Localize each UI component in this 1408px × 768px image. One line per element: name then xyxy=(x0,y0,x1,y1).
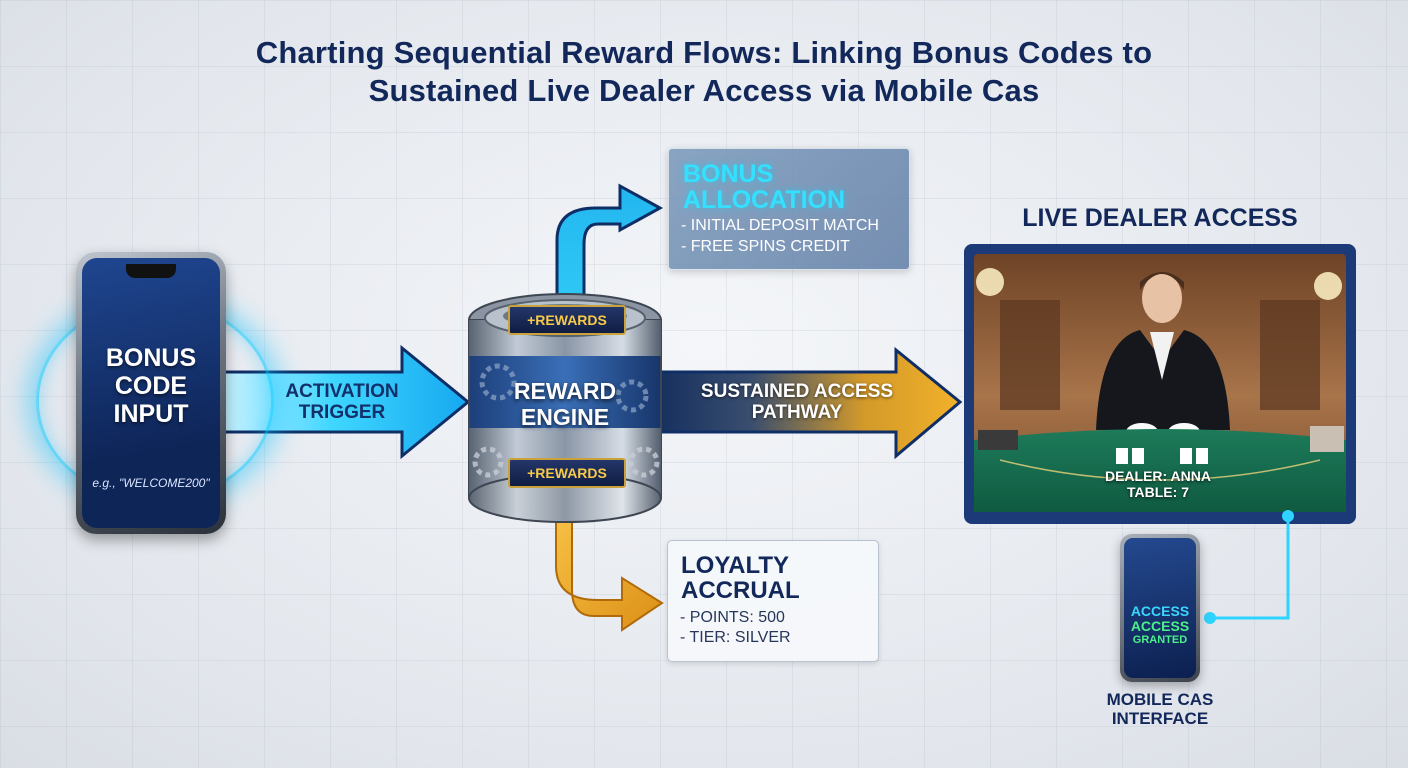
phone-screen: BONUS CODE INPUT e.g., "WELCOME200" xyxy=(82,258,220,528)
activation-trigger-label: ACTIVATION TRIGGER xyxy=(262,381,422,423)
live-dealer-title: LIVE DEALER ACCESS xyxy=(990,204,1330,233)
bonus-arrow xyxy=(557,186,660,300)
reward-engine-label: REWARD ENGINE xyxy=(470,378,660,430)
granted-text: GRANTED xyxy=(1124,634,1196,646)
mobile-phone-screen: ACCESS ACCESS GRANTED xyxy=(1124,538,1196,678)
loyalty-accrual-title: LOYALTY ACCRUAL xyxy=(681,553,800,603)
loyalty-accrual-box: LOYALTY ACCRUAL - POINTS: 500 - TIER: SI… xyxy=(667,540,879,662)
phone-notch xyxy=(126,264,176,278)
loyalty-item: - TIER: SILVER xyxy=(680,629,791,647)
phone-device: BONUS CODE INPUT e.g., "WELCOME200" xyxy=(76,252,226,534)
loyalty-arrow xyxy=(556,520,662,630)
rewards-badge-top: +REWARDS xyxy=(508,305,626,335)
bonus-allocation-box: BONUS ALLOCATION - INITIAL DEPOSIT MATCH… xyxy=(668,148,910,270)
access-text-2: ACCESS xyxy=(1124,619,1196,634)
sustained-access-label: SUSTAINED ACCESS PATHWAY xyxy=(672,381,922,423)
bonus-item: - FREE SPINS CREDIT xyxy=(681,238,850,256)
loyalty-item: - POINTS: 500 xyxy=(680,609,785,627)
bonus-code-example: e.g., "WELCOME200" xyxy=(82,476,220,490)
dealer-name: DEALER: ANNA xyxy=(1078,468,1238,484)
bonus-item: - INITIAL DEPOSIT MATCH xyxy=(681,217,879,235)
mobile-phone-device: ACCESS ACCESS GRANTED xyxy=(1120,534,1200,682)
rewards-badge-bottom: +REWARDS xyxy=(508,458,626,488)
mobile-interface-label: MOBILE CAS INTERFACE xyxy=(1080,690,1240,728)
access-connector xyxy=(1210,516,1288,618)
access-text-1: ACCESS xyxy=(1124,604,1196,619)
bonus-code-input-title[interactable]: BONUS CODE INPUT xyxy=(82,344,220,428)
table-number: TABLE: 7 xyxy=(1078,484,1238,500)
bonus-allocation-title: BONUS ALLOCATION xyxy=(683,161,845,213)
dealer-info: DEALER: ANNA TABLE: 7 xyxy=(1078,468,1238,500)
access-granted-message: ACCESS ACCESS GRANTED xyxy=(1124,604,1196,646)
